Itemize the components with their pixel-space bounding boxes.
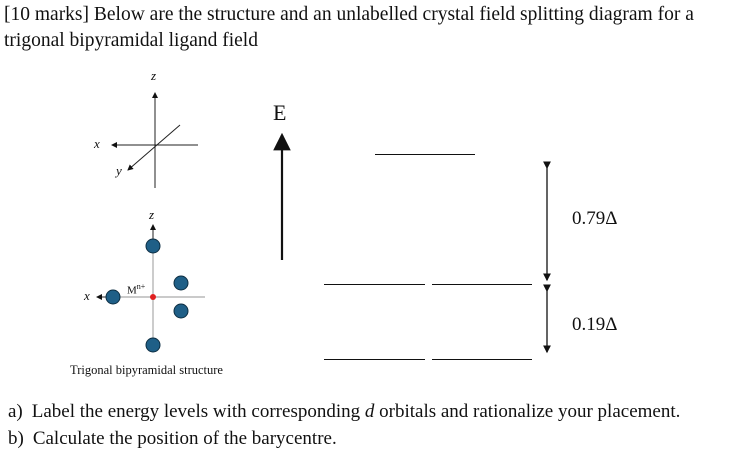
energy-level-middle-left	[324, 284, 425, 285]
metal-label: Mn+	[127, 282, 146, 297]
upper-gap-label: 0.79Δ	[572, 208, 618, 229]
question-a: a)Label the energy levels with correspon…	[8, 401, 681, 422]
question-b: b)Calculate the position of the barycent…	[8, 428, 337, 449]
question-header: [10 marks] Below are the structure and a…	[4, 4, 694, 51]
energy-level-top	[375, 154, 475, 155]
ligand-axial-top	[145, 238, 161, 254]
ligand-equatorial-upper-right	[173, 275, 189, 291]
lower-gap-label: 0.19Δ	[572, 314, 618, 335]
axis-label-z: z	[151, 68, 157, 83]
energy-level-bottom-left	[324, 359, 425, 360]
trigonal-bipyramid-structure	[96, 224, 205, 353]
ligand-equatorial-lower-right	[173, 303, 189, 319]
coordinate-axes	[111, 92, 198, 188]
structure-axis-label-x: x	[84, 288, 90, 303]
structure-axis-label-z: z	[149, 207, 155, 222]
ligand-equatorial-left	[105, 289, 121, 305]
energy-level-middle-right	[432, 284, 532, 285]
metal-center	[150, 294, 156, 300]
axis-label-y: y	[116, 163, 122, 178]
questions: a)Label the energy levels with correspon…	[8, 398, 680, 452]
axis-label-x: x	[94, 136, 100, 151]
ligand-axial-bottom	[145, 337, 161, 353]
energy-label: E	[273, 100, 287, 125]
structure-caption: Trigonal bipyramidal structure	[70, 363, 223, 377]
energy-level-bottom-right	[432, 359, 532, 360]
